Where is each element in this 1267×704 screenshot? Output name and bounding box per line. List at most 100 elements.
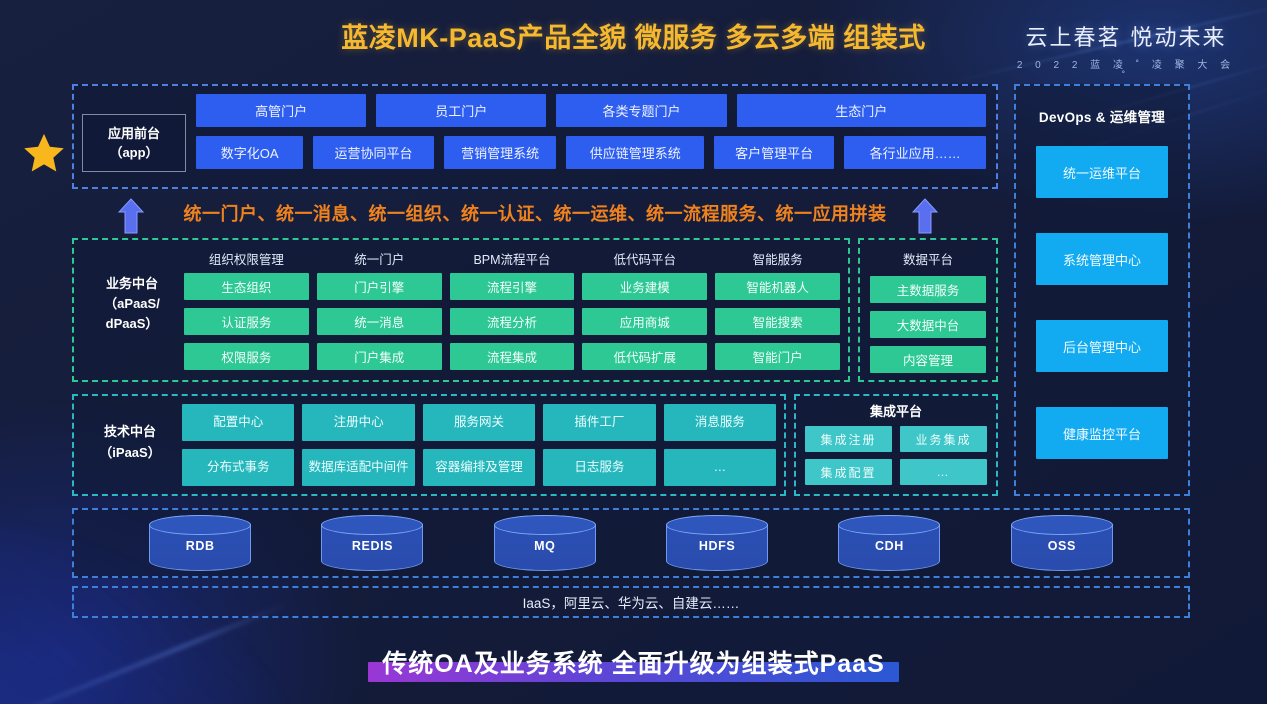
biz-chip-auth-service[interactable]: 认证服务 — [184, 308, 309, 335]
biz-chip-permission[interactable]: 权限服务 — [184, 343, 309, 370]
biz-chip-biz-modeling[interactable]: 业务建模 — [582, 273, 708, 300]
biz-chip-portal-engine[interactable]: 门户引擎 — [316, 273, 442, 300]
integration-chip-config[interactable]: 集成配置 — [805, 459, 892, 485]
biz-label-line3: dPaaS） — [105, 316, 159, 332]
biz-column-org-auth: 组织权限管理 生态组织 认证服务 权限服务 — [184, 249, 309, 378]
tech-chip-distributed-tx[interactable]: 分布式事务 — [182, 449, 295, 486]
tech-chip-container-orch[interactable]: 容器编排及管理 — [422, 449, 536, 486]
tech-chip-more[interactable]: … — [663, 449, 777, 486]
tech-chip-db-adapter[interactable]: 数据库适配中间件 — [302, 449, 415, 486]
devops-cell-backend-mgmt[interactable]: 后台管理中心 — [1036, 320, 1168, 372]
biz-chip-eco-org[interactable]: 生态组织 — [184, 273, 309, 300]
biz-chip-portal-integ[interactable]: 门户集成 — [316, 343, 442, 370]
data-platform-items: 主数据服务 大数据中台 内容管理 — [860, 276, 996, 373]
storage-label: OSS — [1047, 539, 1076, 553]
app-tile-supply-chain[interactable]: 供应链管理系统 — [566, 136, 704, 169]
devops-cell-health-monitor[interactable]: 健康监控平台 — [1036, 407, 1168, 459]
storage-cylinder-row: RDB REDIS MQ HDFS CDH OSS — [74, 510, 1188, 576]
tech-label-line1: 技术中台 — [103, 424, 156, 439]
storage-cylinder-hdfs[interactable]: HDFS — [666, 515, 769, 571]
biz-chip-flow-integ[interactable]: 流程集成 — [449, 343, 575, 370]
biz-chip-ai-portal[interactable]: 智能门户 — [715, 343, 840, 370]
biz-column-lowcode: 低代码平台 业务建模 应用商城 低代码扩展 — [582, 249, 708, 378]
tech-chip-log-service[interactable]: 日志服务 — [543, 449, 656, 486]
biz-chip-app-store[interactable]: 应用商城 — [582, 308, 708, 335]
biz-label-line2: （aPaaS/ — [104, 296, 160, 312]
integration-chip-business[interactable]: 业务集成 — [900, 426, 987, 452]
app-tile-exec-portal[interactable]: 高管门户 — [196, 94, 367, 127]
storage-cylinder-mq[interactable]: MQ — [493, 515, 596, 571]
unified-capabilities-banner: 统一门户、统一消息、统一组织、统一认证、统一运维、统一流程服务、统一应用拼装 — [72, 196, 998, 236]
storage-label: RDB — [185, 539, 215, 553]
application-frontend-panel: 应用前台 （app） 高管门户 员工门户 各类专题门户 生态门户 数字化OA 运… — [72, 84, 998, 189]
devops-cell-unified-ops[interactable]: 统一运维平台 — [1036, 146, 1168, 198]
storage-cylinder-redis[interactable]: REDIS — [321, 515, 424, 571]
application-frontend-grid: 高管门户 员工门户 各类专题门户 生态门户 数字化OA 运营协同平台 营销管理系… — [196, 94, 986, 178]
business-middle-platform-columns: 组织权限管理 生态组织 认证服务 权限服务 统一门户 门户引擎 统一消息 门户集… — [184, 249, 840, 378]
app-tile-employee-portal[interactable]: 员工门户 — [376, 94, 547, 127]
tech-row-2: 分布式事务 数据库适配中间件 容器编排及管理 日志服务 … — [182, 449, 777, 486]
data-platform-panel: 数据平台 主数据服务 大数据中台 内容管理 — [858, 238, 998, 382]
storage-cylinder-oss[interactable]: OSS — [1010, 515, 1113, 571]
iaas-layer-panel: IaaS，阿里云、华为云、自建云…… — [72, 586, 1190, 618]
storage-cylinder-rdb[interactable]: RDB — [149, 515, 252, 571]
biz-column-title: 智能服务 — [752, 253, 803, 267]
biz-column-bpm: BPM流程平台 流程引擎 流程分析 流程集成 — [449, 249, 575, 378]
tech-row-1: 配置中心 注册中心 服务网关 插件工厂 消息服务 — [182, 404, 777, 441]
integration-chip-register[interactable]: 集成注册 — [805, 426, 892, 452]
integration-chip-more[interactable]: … — [900, 459, 987, 485]
technical-middle-platform-label: 技术中台 （iPaaS） — [82, 422, 178, 464]
page-title: 蓝凌MK-PaaS产品全貌 微服务 多云多端 组装式 — [341, 23, 926, 53]
biz-chip-flow-engine[interactable]: 流程引擎 — [449, 273, 575, 300]
devops-cell-system-mgmt[interactable]: 系统管理中心 — [1036, 233, 1168, 285]
devops-panel: DevOps & 运维管理 统一运维平台 系统管理中心 后台管理中心 健康监控平… — [1014, 84, 1190, 496]
biz-column-title: 统一门户 — [354, 253, 405, 267]
devops-title: DevOps & 运维管理 — [1038, 110, 1166, 125]
tech-chip-plugin-factory[interactable]: 插件工厂 — [543, 404, 656, 441]
app-tile-topic-portal[interactable]: 各类专题门户 — [556, 94, 727, 127]
biz-column-title: BPM流程平台 — [473, 253, 551, 267]
data-chip-bigdata-mid[interactable]: 大数据中台 — [870, 311, 986, 338]
technical-middle-platform-grid: 配置中心 注册中心 服务网关 插件工厂 消息服务 分布式事务 数据库适配中间件 … — [182, 404, 777, 494]
app-tile-industry-apps[interactable]: 各行业应用…… — [844, 136, 986, 169]
app-tile-ops-collab[interactable]: 运营协同平台 — [313, 136, 434, 169]
data-chip-content-mgmt[interactable]: 内容管理 — [870, 346, 986, 373]
app-tile-marketing-sys[interactable]: 营销管理系统 — [443, 136, 557, 169]
bottom-tagline-highlight: 传统OA及业务系统 全面升级为组装式PaaS — [368, 642, 899, 682]
tech-chip-message-service[interactable]: 消息服务 — [663, 404, 777, 441]
data-chip-master-data[interactable]: 主数据服务 — [870, 276, 986, 303]
biz-column-unified-portal: 统一门户 门户引擎 统一消息 门户集成 — [316, 249, 442, 378]
integration-row-2: 集成配置 … — [805, 459, 987, 485]
biz-chip-ai-robot[interactable]: 智能机器人 — [715, 273, 840, 300]
tech-chip-config-center[interactable]: 配置中心 — [182, 404, 295, 441]
tech-label-line2: （iPaaS） — [99, 444, 161, 460]
integration-platform-panel: 集成平台 集成注册 业务集成 集成配置 … — [794, 394, 998, 496]
storage-layer-panel: RDB REDIS MQ HDFS CDH OSS — [72, 508, 1190, 578]
integration-platform-title: 集成平台 — [869, 404, 922, 419]
biz-chip-unified-msg[interactable]: 统一消息 — [316, 308, 442, 335]
biz-chip-ai-search[interactable]: 智能搜索 — [715, 308, 840, 335]
application-frontend-label: 应用前台 （app） — [82, 114, 186, 172]
tech-chip-service-gateway[interactable]: 服务网关 — [422, 404, 536, 441]
integration-platform-grid: 集成注册 业务集成 集成配置 … — [796, 426, 996, 485]
storage-label: HDFS — [698, 539, 736, 553]
brand-subtitle: 2 0 2 2 蓝 凌 ˚ 凌 聚 大 会 ˚ — [1016, 60, 1236, 82]
biz-column-ai-services: 智能服务 智能机器人 智能搜索 智能门户 — [715, 249, 840, 378]
tech-chip-registry-center[interactable]: 注册中心 — [302, 404, 415, 441]
data-platform-title: 数据平台 — [902, 253, 953, 267]
business-middle-platform-panel: 业务中台 （aPaaS/ dPaaS） 组织权限管理 生态组织 认证服务 权限服… — [72, 238, 850, 382]
app-tile-ecosystem-portal[interactable]: 生态门户 — [736, 94, 986, 127]
bottom-tagline: 传统OA及业务系统 全面升级为组装式PaaS — [0, 642, 1267, 682]
app-tile-digital-oa[interactable]: 数字化OA — [196, 136, 304, 169]
storage-label: REDIS — [351, 539, 394, 553]
unified-capabilities-text: 统一门户、统一消息、统一组织、统一认证、统一运维、统一流程服务、统一应用拼装 — [183, 204, 887, 224]
biz-chip-flow-analysis[interactable]: 流程分析 — [449, 308, 575, 335]
biz-column-title: 低代码平台 — [613, 253, 677, 267]
app-tile-customer-mgmt[interactable]: 客户管理平台 — [713, 136, 835, 169]
app-front-label-line1: 应用前台 — [107, 125, 160, 141]
iaas-label: IaaS，阿里云、华为云、自建云…… — [522, 596, 740, 611]
biz-chip-lowcode-ext[interactable]: 低代码扩展 — [582, 343, 708, 370]
storage-cylinder-cdh[interactable]: CDH — [838, 515, 941, 571]
devops-items: 统一运维平台 系统管理中心 后台管理中心 健康监控平台 — [1036, 146, 1168, 459]
